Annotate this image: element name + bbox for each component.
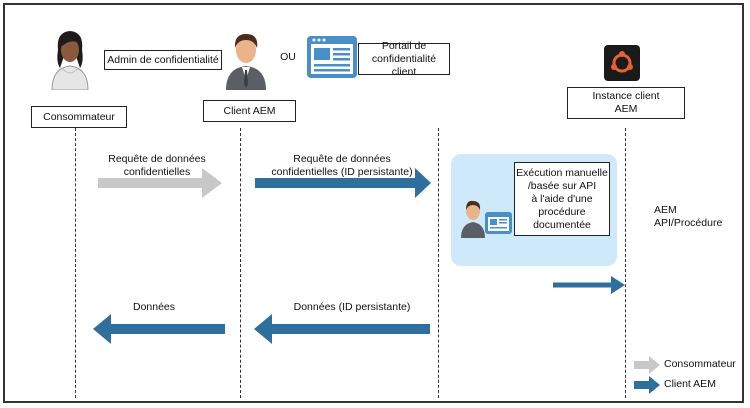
person-with-screen-icon xyxy=(461,200,512,238)
data-arrow-client xyxy=(254,314,430,344)
lifeline-client xyxy=(240,128,241,398)
web-portal-icon xyxy=(307,36,357,78)
legend-blue-arrow-icon xyxy=(634,376,660,394)
lifeline-instance xyxy=(625,128,626,398)
lifeline-consumer xyxy=(75,128,76,398)
actor-client: Client AEM xyxy=(203,100,296,122)
actor-consumer: Consommateur xyxy=(31,106,127,128)
actor-instance: Instance client AEM xyxy=(567,87,685,119)
legend-gray-arrow-icon xyxy=(634,356,660,374)
data-label-1: Données xyxy=(132,301,176,313)
lifeline-middle xyxy=(438,128,439,398)
request-arrow-client xyxy=(255,168,431,198)
request-label-1: Requête de données confidentielles xyxy=(108,153,206,178)
privacy-portal-box: Portail de confidentialité client xyxy=(358,40,450,78)
request-arrow-consumer xyxy=(98,168,222,198)
legend-client-label: Client AEM xyxy=(664,378,716,390)
person-male-icon xyxy=(226,34,266,90)
privacy-admin-box: Admin de confidentialité xyxy=(104,50,222,70)
data-label-2: Données (ID persistante) xyxy=(293,301,411,313)
aem-api-label: AEM API/Procédure xyxy=(654,204,723,229)
api-arrow-instance xyxy=(553,276,625,294)
execution-box: Exécution manuelle /basée sur API à l'ai… xyxy=(514,162,610,236)
data-arrow-consumer xyxy=(93,314,225,344)
person-female-icon xyxy=(51,31,89,90)
request-label-2: Requête de données confidentielles (ID p… xyxy=(271,153,413,178)
legend-consumer-label: Consommateur xyxy=(664,358,736,370)
or-label: OU xyxy=(280,51,296,63)
aem-logo-icon xyxy=(604,45,640,81)
